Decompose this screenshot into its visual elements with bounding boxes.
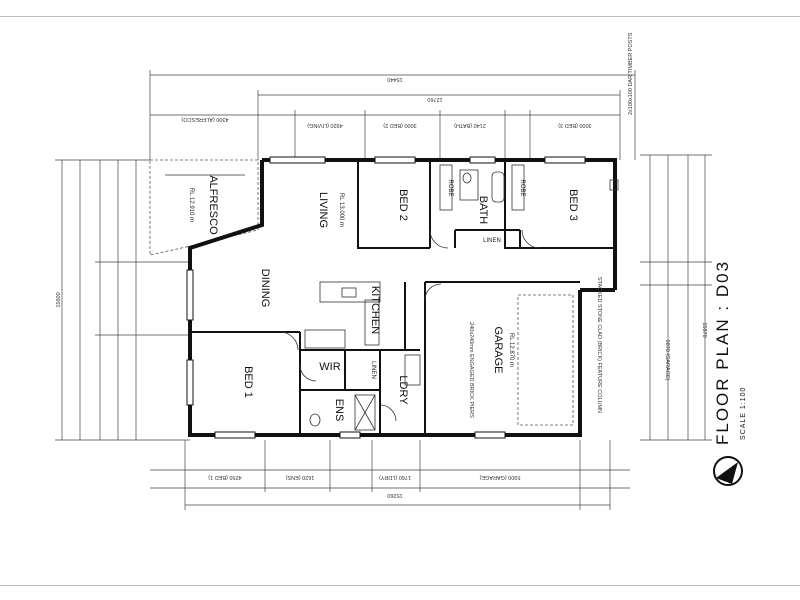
bath-vanity bbox=[459, 169, 479, 201]
dim-ens-width: 1620 (ENS) bbox=[285, 474, 314, 480]
dim-right-overall: 15870 bbox=[701, 322, 707, 337]
kitchen-cupboards bbox=[304, 329, 346, 349]
dim-bath-width: 2140 (BATH) bbox=[454, 122, 486, 128]
plan-scale: SCALE 1:100 bbox=[740, 387, 747, 440]
dim-living-width: 4920 (LIVING) bbox=[307, 122, 343, 128]
alfresco-area bbox=[149, 159, 259, 256]
dim-ldry-width: 1760 (LDRY) bbox=[379, 474, 411, 480]
room-labels: ALFRESCO RL 12.910 m LIVING RL 13.000 m … bbox=[188, 175, 602, 421]
dim-bed3-width: 3000 (BED 3) bbox=[558, 122, 591, 128]
bathtub bbox=[491, 171, 505, 203]
kitchen-island bbox=[319, 281, 381, 303]
room-label-bed3: BED 3 bbox=[567, 189, 579, 221]
door-bed1 bbox=[279, 331, 299, 351]
room-label-robe-bed2: ROBE bbox=[447, 179, 453, 196]
room-label-bed2: BED 2 bbox=[397, 189, 409, 221]
dim-alfresco-width: 4300 (ALFRESCO) bbox=[181, 116, 228, 122]
bottom-dimensions: 4250 (BED 1) 1620 (ENS) 1760 (LDRY) 5900… bbox=[150, 440, 630, 510]
title-block: FLOOR PLAN : D03 SCALE 1:100 bbox=[713, 260, 747, 486]
dim-bed2-width: 3000 (BED 2) bbox=[383, 122, 416, 128]
timber-post bbox=[609, 179, 619, 191]
room-label-linen: LINEN bbox=[483, 238, 501, 244]
note-garage-piers: 240x240mm ENGAGED BRICK PIERS bbox=[468, 322, 474, 418]
left-dimensions: 15600 bbox=[55, 159, 190, 441]
door-bed2 bbox=[429, 229, 449, 249]
room-label-bed1: BED 1 bbox=[242, 366, 254, 398]
dim-top-overall: 15440 bbox=[387, 76, 402, 82]
door-bed3 bbox=[521, 229, 541, 249]
room-label-garage: GARAGE bbox=[492, 326, 504, 373]
room-label-kitchen: KITCHEN bbox=[369, 286, 381, 334]
fixtures bbox=[304, 164, 619, 431]
toilet-bath bbox=[462, 172, 472, 184]
dim-left-overall: 15600 bbox=[56, 292, 62, 307]
room-label-wir: WIR bbox=[319, 361, 340, 373]
dim-bed1-width: 4250 (BED 1) bbox=[208, 474, 241, 480]
dim-garage-width: 5900 (GARAGE) bbox=[479, 474, 520, 480]
room-label-linen2: LINEN bbox=[370, 361, 376, 379]
dim-top-inner: 12760 bbox=[427, 96, 442, 102]
room-label-bath: BATH bbox=[477, 196, 489, 225]
drawing-frame bbox=[0, 16, 800, 586]
dim-garage-depth: 5870 (GARAGE) bbox=[664, 340, 670, 381]
kitchen-sink bbox=[341, 287, 357, 298]
internal-walls bbox=[190, 160, 615, 435]
doors bbox=[279, 229, 541, 422]
door-ens bbox=[299, 364, 317, 382]
room-rl-alfresco: RL 12.910 m bbox=[188, 188, 194, 222]
door-garage bbox=[424, 283, 442, 301]
robe-bed2 bbox=[439, 164, 453, 211]
plan-title: FLOOR PLAN : D03 bbox=[713, 260, 732, 445]
door-ldry bbox=[379, 404, 397, 422]
toilet-ens bbox=[309, 413, 321, 427]
room-label-ldry: LDRY bbox=[397, 375, 409, 405]
room-label-robe-bed3: ROBE bbox=[519, 179, 525, 196]
laundry-tub bbox=[404, 354, 421, 386]
note-stacked-stone: STACKED STONE CLAD (BRICK) FEATURE COLUM… bbox=[596, 277, 602, 413]
north-arrow-icon bbox=[713, 456, 743, 486]
room-label-ens: ENS bbox=[333, 399, 345, 422]
room-label-living: LIVING bbox=[317, 192, 329, 228]
windows bbox=[186, 156, 586, 439]
garage-door-outline bbox=[517, 294, 574, 426]
robe-bed3 bbox=[511, 164, 525, 211]
dim-bottom-overall: 15260 bbox=[387, 492, 402, 498]
right-dimensions: 15870 5870 (GARAGE) bbox=[640, 154, 712, 441]
room-rl-garage: RL 12.870 m bbox=[508, 333, 514, 367]
room-label-dining: DINING bbox=[259, 269, 271, 308]
note-timber-posts: 2x100x100 DAR TIMBER POSTS bbox=[628, 32, 634, 115]
top-dimensions: 15440 12760 4300 (ALFRESCO) 4920 (LIVING… bbox=[149, 32, 636, 160]
room-rl-living: RL 13.000 m bbox=[338, 193, 344, 227]
shower-ens bbox=[354, 394, 376, 431]
kitchen-bench bbox=[364, 299, 380, 346]
room-label-alfresco: ALFRESCO bbox=[207, 175, 219, 235]
